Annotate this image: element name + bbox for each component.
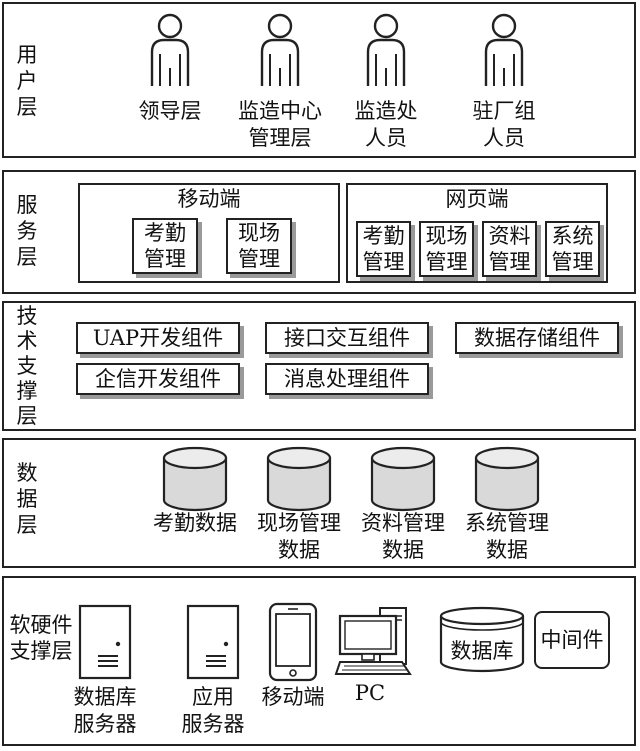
user-icon: [260, 13, 300, 86]
user-layer-label: 用 户 层: [16, 43, 38, 119]
system-management-data-label: 系统管理 数据: [465, 511, 549, 562]
site-management-data-label: 现场管理 数据: [257, 511, 341, 562]
application-server-label: 应用 服务器: [181, 685, 245, 736]
user-role-center-management: 监造中心 管理层: [238, 99, 322, 150]
data-storage-component: 数据存储组件: [455, 322, 619, 354]
mobile-attendance-module: 考勤管理: [132, 218, 198, 274]
web-attendance-module: 考勤管理: [356, 221, 411, 277]
database-server-label: 数据库 服务器: [73, 685, 137, 736]
document-management-data-label: 资料管理 数据: [361, 511, 445, 562]
web-client-title: 网页端: [445, 187, 509, 211]
web-site-module: 现场管理: [419, 221, 474, 277]
user-role-supervision-staff: 监造处 人员: [354, 99, 418, 150]
interface-interaction-component: 接口交互组件: [265, 322, 429, 354]
user-icon: [150, 13, 190, 86]
middleware-label: 中间件: [540, 627, 604, 652]
mobile-device-label: 移动端: [261, 685, 325, 709]
user-role-leader: 领导层: [138, 99, 202, 123]
mobile-site-module: 现场管理: [226, 218, 292, 274]
database-icon: [439, 606, 525, 673]
user-layer: 用 户 层: [2, 2, 636, 158]
mobile-client-group: [78, 183, 340, 283]
attendance-data-label: 考勤数据: [153, 511, 237, 535]
data-layer-label: 数 据 层: [16, 461, 38, 537]
database-server-icon: [78, 604, 132, 680]
message-processing-component: 消息处理组件: [265, 363, 429, 395]
mobile-client-title: 移动端: [177, 187, 241, 211]
user-icon: [366, 13, 406, 86]
database-label: 数据库: [450, 639, 514, 663]
database-cylinder-icon: [162, 446, 228, 512]
database-cylinder-icon: [266, 446, 332, 512]
pc-icon: [334, 607, 412, 675]
web-documents-module: 资料管理: [482, 221, 537, 277]
uap-dev-component: UAP开发组件: [76, 322, 240, 354]
application-server-icon: [186, 604, 240, 680]
mobile-phone-icon: [268, 602, 318, 682]
web-system-module: 系统管理: [545, 221, 600, 277]
service-layer-label: 服 务 层: [16, 193, 38, 269]
user-icon: [484, 13, 524, 86]
pc-label: PC: [354, 681, 386, 705]
enterprise-messaging-dev-component: 企信开发组件: [76, 363, 240, 395]
middleware-box: 中间件: [534, 611, 610, 669]
hw-sw-support-layer-label: 软硬件 支撑层: [9, 613, 73, 663]
user-role-resident-team: 驻厂组 人员: [472, 99, 536, 150]
database-cylinder-icon: [370, 446, 436, 512]
database-cylinder-icon: [474, 446, 540, 512]
tech-support-layer-label: 技 术 支 撑 层: [16, 304, 38, 428]
